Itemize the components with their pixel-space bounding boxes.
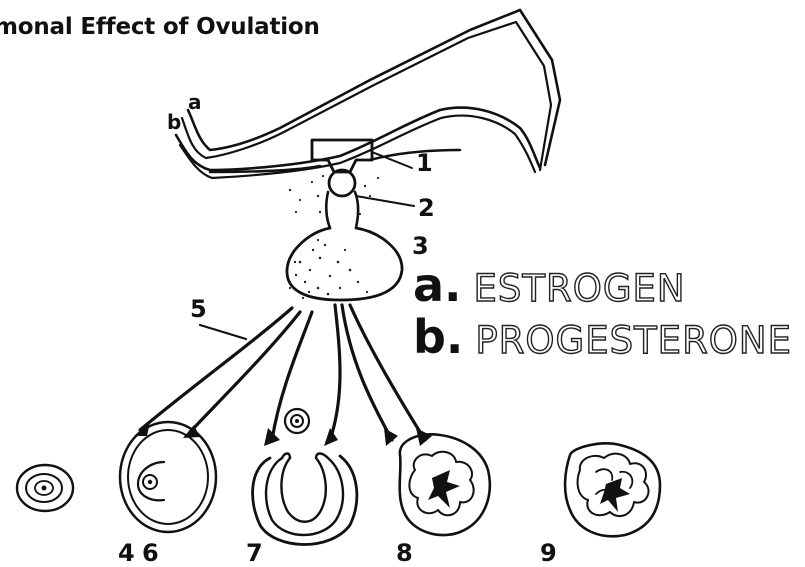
pituitary-nucleus: [329, 170, 355, 196]
label-9: 9: [540, 541, 557, 565]
label-5: 5: [190, 297, 207, 321]
label-8: 8: [396, 541, 413, 565]
legend-key-b: b.: [413, 310, 463, 364]
follicle-antral: [120, 422, 216, 532]
corpus-luteum: [400, 434, 490, 535]
legend-estrogen: a. ESTROGEN: [413, 258, 686, 312]
follicle-primordial: [17, 465, 73, 511]
pituitary-stalk: [326, 192, 358, 228]
estrogen-curve-inner: [182, 22, 551, 170]
leader-line-2: [356, 196, 414, 206]
label-4: 4: [118, 541, 135, 565]
pituitary-gland: [287, 228, 402, 300]
legend-key-a: a.: [413, 258, 462, 312]
curve-label-b: b: [167, 112, 181, 132]
diagram-title: monal Effect of Ovulation: [0, 14, 320, 40]
hormone-arrows: [140, 305, 425, 440]
legend-text-estrogen: ESTROGEN: [474, 267, 686, 310]
arrow-heads: [134, 422, 432, 446]
leader-line-5: [200, 325, 246, 339]
label-3: 3: [412, 234, 429, 258]
corpus-albicans: [565, 443, 660, 536]
legend-text-progesterone: PROGESTERONE: [475, 319, 792, 362]
label-7: 7: [246, 541, 263, 565]
label-2: 2: [418, 196, 435, 220]
curve-label-a: a: [188, 92, 202, 112]
legend-progesterone: b. PROGESTERONE: [413, 310, 792, 364]
label-1: 1: [416, 151, 433, 175]
label-6: 6: [142, 541, 159, 565]
